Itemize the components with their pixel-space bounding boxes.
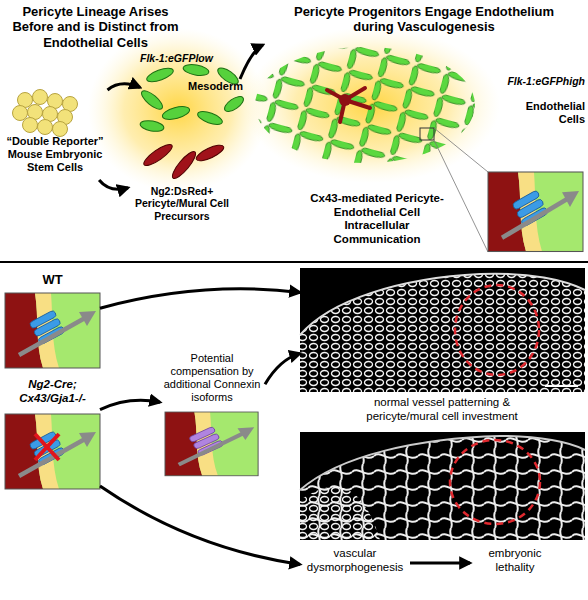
knockout-cross — [35, 434, 59, 460]
inset-arrow — [179, 427, 254, 464]
pericyte-precursors — [141, 141, 226, 181]
pericyte-process — [327, 88, 370, 122]
dashed-highlight — [450, 440, 540, 524]
stem-cell — [33, 90, 48, 105]
diagram-node: Potential compensation by additional Con… — [160, 352, 265, 478]
mesoderm-cell — [196, 109, 224, 127]
diagram-node: Ng2:DsRed+ Pericyte/Mural Cell Precursor… — [128, 140, 236, 232]
heading-label: Pericyte Progenitors Engage Endothelium … — [293, 4, 555, 35]
node-text: vascular dysmorphogenesis — [300, 547, 410, 574]
arrow-connector — [100, 486, 300, 564]
mesoderm-cell — [182, 63, 209, 77]
inset-base-use — [5, 293, 100, 368]
inset-border — [5, 414, 100, 489]
wt-inset — [5, 293, 100, 368]
inset-border — [5, 293, 100, 368]
node-text: Ng2-Cre; Cx43/Gja1-/- — [5, 378, 100, 405]
diagram-node: normal vessel patterning & pericyte/mura… — [300, 268, 585, 428]
diagram-node: Ng2-Cre; Cx43/Gja1-/- — [5, 378, 100, 490]
node-text: Ng2:DsRed+ Pericyte/Mural Cell Precursor… — [128, 185, 236, 222]
pericyte-body — [339, 94, 351, 106]
inset-arrow — [19, 311, 96, 355]
heading-label: Pericyte Lineage Arises Before and is Di… — [8, 4, 183, 50]
knockout-inset — [5, 414, 100, 489]
compensation-inset — [165, 412, 258, 476]
mesoderm-cell — [145, 66, 175, 85]
diagram-node: Flk-1:eGFPlowMesoderm — [140, 52, 240, 132]
node-text: Mesoderm — [188, 80, 243, 93]
mesoderm-glow — [88, 28, 268, 192]
knockout-cross — [35, 434, 59, 460]
micrograph-mutant — [300, 432, 585, 540]
residual-fine-network — [300, 487, 380, 540]
node-text: WT — [5, 272, 100, 287]
arrow-connector — [410, 562, 470, 565]
diagram-node: embryonic lethality — [470, 545, 560, 581]
node-text: “Double Reporter” Mouse Embryonic Stem C… — [0, 135, 110, 174]
stem-cell — [38, 120, 53, 135]
diagram-node: Cx43-mediated Pericyte-Endothelial Cell … — [300, 170, 585, 258]
mesoderm-cell — [139, 119, 164, 133]
diagram-node: vascular dysmorphogenesis — [300, 545, 410, 581]
stem-cell — [23, 118, 38, 133]
inset-arrow — [19, 432, 96, 476]
cx43-inset — [488, 172, 583, 252]
mesoderm-cell — [139, 88, 165, 112]
plexus-glow — [244, 27, 500, 183]
vascular-plexus — [255, 47, 475, 163]
node-text: Flk-1:eGFPhigh — [475, 75, 585, 87]
node-text: Cx43-mediated Pericyte-Endothelial Cell … — [308, 192, 446, 246]
inset-border — [488, 172, 583, 252]
diagram-node: Flk-1:eGFPhighEndothelial Cells — [262, 45, 585, 160]
stem-cell — [53, 122, 68, 137]
stem-cell-cluster — [13, 90, 78, 137]
zoom-line — [434, 128, 488, 172]
inset-arrow — [502, 191, 579, 238]
micrograph-normal — [300, 268, 585, 392]
inset-border — [165, 412, 258, 476]
node-text: embryonic lethality — [470, 547, 560, 574]
arrow-connector — [108, 84, 141, 90]
yolk-sac-edge — [300, 436, 585, 490]
yolk-sac-edge — [300, 274, 585, 335]
node-text: Endothelial Cells — [497, 100, 585, 126]
arrow-connector — [100, 289, 300, 308]
mesoderm-cell — [222, 94, 246, 115]
mesoderm-cells — [139, 63, 246, 133]
arrow-connector — [265, 353, 300, 384]
zoom-box — [420, 128, 434, 140]
precursor-cell — [169, 149, 199, 181]
dashed-highlight — [455, 285, 539, 375]
precursor-cell — [141, 141, 175, 169]
inset-base-use — [5, 414, 100, 489]
arrow-connector — [100, 400, 160, 409]
dysmorphic-vessel-network — [300, 436, 585, 540]
diagram-node: “Double Reporter” Mouse Embryonic Stem C… — [0, 90, 110, 180]
panel-separator — [0, 261, 588, 263]
precursor-cell — [194, 142, 225, 164]
scale-bar — [545, 385, 578, 387]
inset-base-use — [488, 172, 583, 252]
mesoderm-cell — [161, 104, 191, 122]
inset-base-use — [165, 412, 258, 476]
node-text: Flk-1:eGFPlow — [140, 52, 240, 64]
pericyte-in-plexus — [327, 88, 370, 122]
node-text: normal vessel patterning & pericyte/mura… — [342, 396, 542, 423]
stem-cell — [13, 106, 28, 121]
diagram-node: WT — [5, 270, 100, 368]
arrow-connector — [240, 45, 263, 79]
normal-vessel-network — [300, 274, 585, 392]
arrow-connector — [99, 180, 128, 189]
node-text: Potential compensation by additional Con… — [162, 352, 262, 404]
